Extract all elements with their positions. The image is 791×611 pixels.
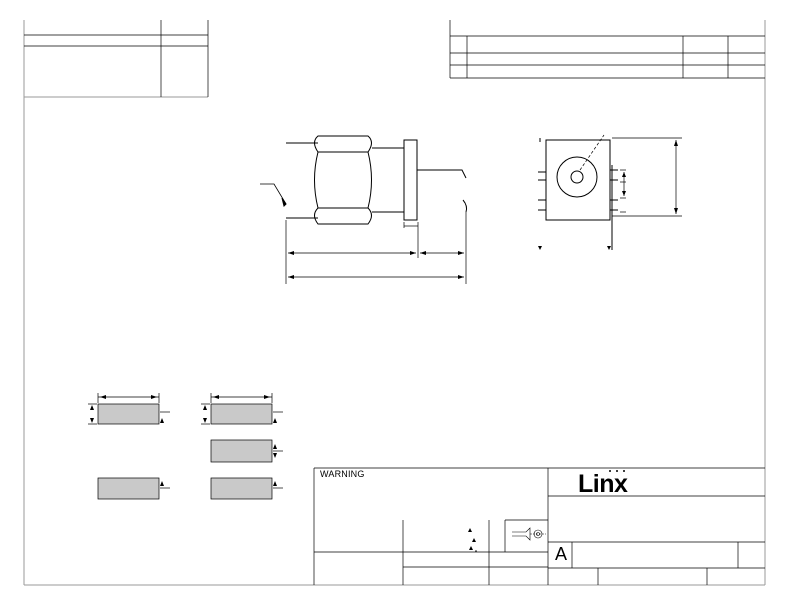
- pad-layout-b: [201, 393, 283, 425]
- projection-symbol-icon: [512, 527, 546, 541]
- pad-layout-c: [210, 439, 283, 463]
- sheet-border: [23, 20, 766, 586]
- revision-table-left: [24, 20, 209, 97]
- pad-layout-e: [210, 477, 283, 500]
- connector-front-view: [538, 134, 618, 250]
- revision-table-right: [449, 20, 765, 79]
- sheet-size-letter: A: [555, 544, 568, 564]
- logo-dots: [609, 470, 625, 472]
- tolerance-marks: [468, 528, 477, 552]
- side-view-arrows: [288, 251, 464, 279]
- company-logo: Linx: [578, 470, 628, 498]
- pad-layout-d: [97, 477, 170, 500]
- pad-layout-a: [88, 393, 170, 425]
- front-view-arrows: [538, 140, 678, 250]
- connector-side-view: [260, 135, 468, 225]
- warning-label: WARNING: [320, 469, 365, 479]
- title-block: [313, 467, 765, 585]
- side-view-dimensions: [285, 212, 467, 284]
